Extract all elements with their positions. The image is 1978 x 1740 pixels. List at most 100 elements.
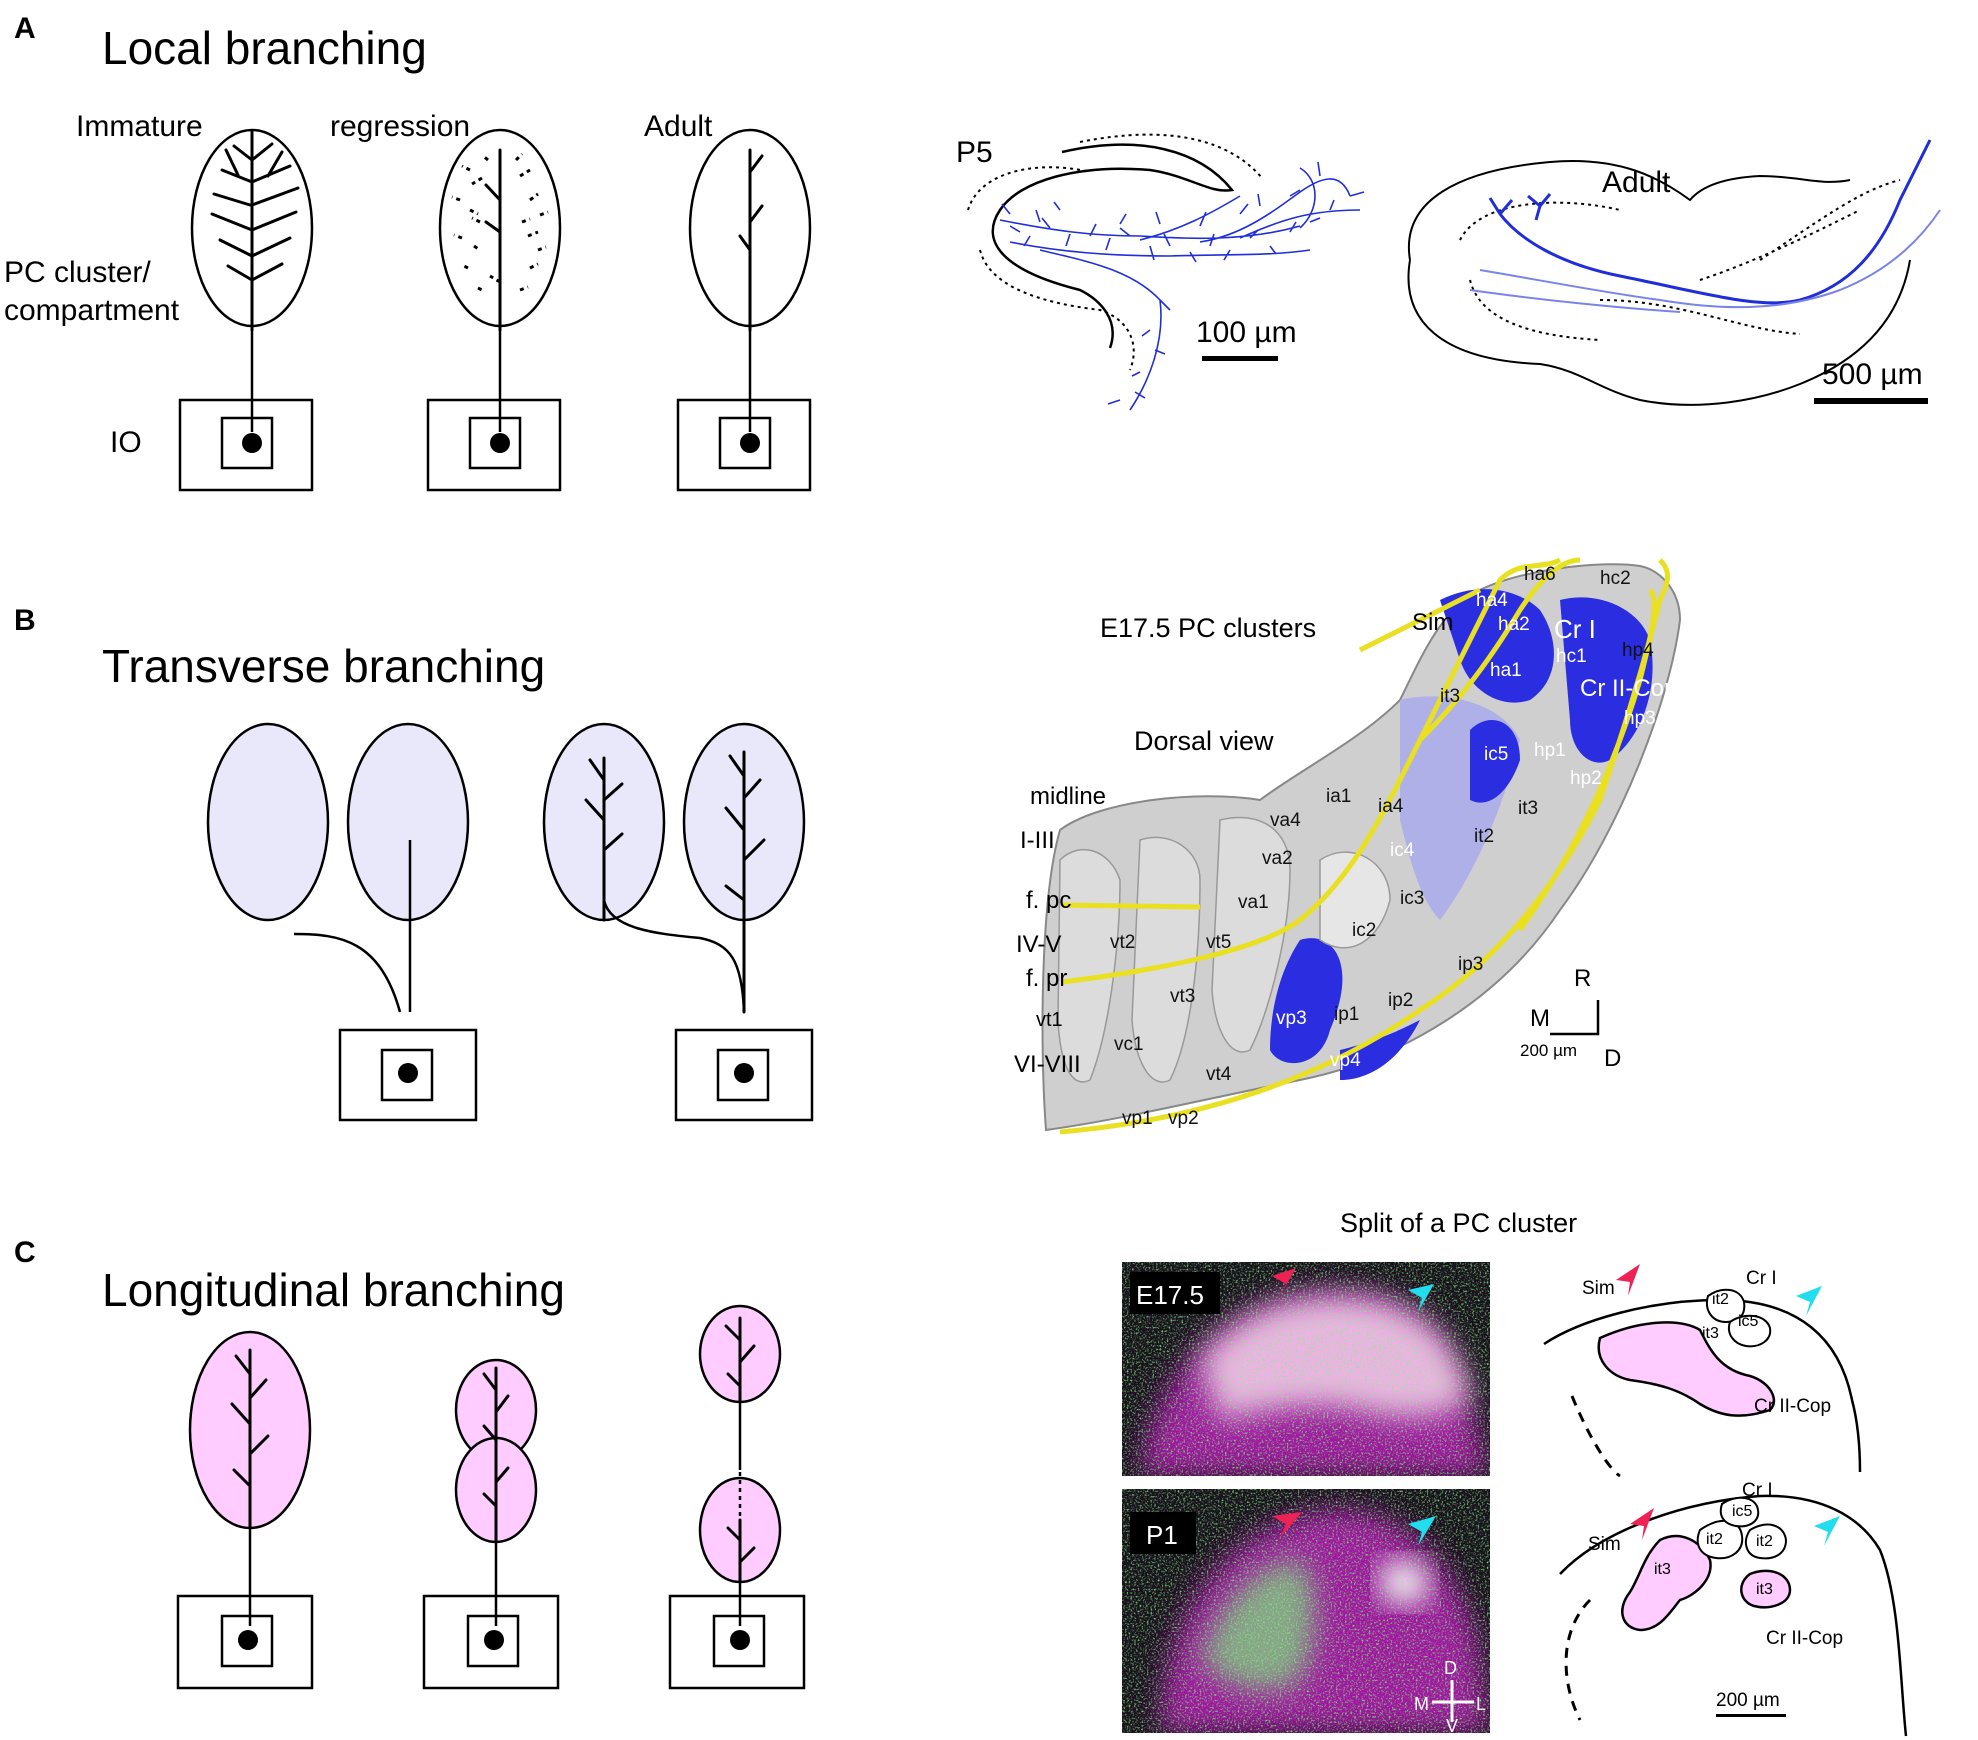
io-box: [338, 1028, 478, 1122]
fissure-lines: [1059, 557, 1670, 1135]
blue-cluster-ic5: [1470, 720, 1520, 803]
svg-text:ic5: ic5: [1484, 744, 1508, 765]
adult-scale-bar: [1814, 398, 1928, 404]
svg-text:vp2: vp2: [1168, 1108, 1199, 1129]
p1-label: P1: [1146, 1520, 1178, 1550]
sketch-scale-bar: [1716, 1714, 1786, 1717]
blue-cluster-vp3: [1270, 938, 1343, 1064]
svg-text:it3: it3: [1440, 686, 1460, 707]
svg-text:ic5: ic5: [1738, 1313, 1759, 1330]
svg-text:hc1: hc1: [1556, 646, 1587, 667]
svg-text:I-III: I-III: [1020, 827, 1055, 854]
svg-text:f. pr: f. pr: [1026, 965, 1067, 992]
transverse-diagram-branched: [542, 722, 814, 1122]
svg-text:hp1: hp1: [1534, 740, 1566, 761]
io-box: [178, 398, 314, 492]
svg-text:vp1: vp1: [1122, 1108, 1153, 1129]
pc-cluster-outline-left: [1621, 1534, 1712, 1632]
panel-a-letter: A: [14, 12, 36, 45]
axis-cross: [1432, 1680, 1474, 1722]
longitudinal-diagram-split: [668, 1304, 806, 1690]
adult-scale-label: 500 µm: [1822, 358, 1923, 391]
io-neuron-box: [468, 416, 522, 470]
svg-text:it3: it3: [1756, 1581, 1773, 1598]
stage-label-adult: Adult: [644, 110, 713, 143]
svg-text:ic4: ic4: [1390, 840, 1415, 861]
blue-cluster-hp: [1560, 597, 1653, 763]
svg-text:hp3: hp3: [1624, 708, 1656, 729]
svg-text:vt5: vt5: [1206, 932, 1231, 953]
sketch-e175: Sim Cr I it2 ic5 it3 Cr II-Cop: [1543, 1264, 1862, 1478]
svg-text:ha1: ha1: [1490, 660, 1522, 681]
panel-a: A Local branching Immature regression Ad…: [4, 12, 1941, 492]
svg-text:ha2: ha2: [1498, 614, 1530, 635]
micrograph-p1: P1 D M L V: [1122, 1489, 1490, 1736]
red-arrowhead: [1272, 1268, 1296, 1296]
stage-label-immature: Immature: [76, 110, 203, 143]
panel-b: B Transverse branching E17.5 PC clusters…: [14, 557, 1682, 1135]
svg-text:hc2: hc2: [1600, 568, 1631, 589]
svg-text:Sim: Sim: [1582, 1278, 1615, 1299]
svg-text:it2: it2: [1474, 826, 1494, 847]
io-neuron-soma: [242, 433, 262, 453]
p5-scale-bar: [1202, 356, 1278, 361]
svg-text:Cr I: Cr I: [1742, 1480, 1773, 1501]
io-neuron-box: [712, 1614, 766, 1668]
svg-text:Cr II-Cop: Cr II-Cop: [1580, 675, 1677, 702]
io-neuron-soma: [490, 433, 510, 453]
ic5-outline: [1719, 1496, 1760, 1528]
red-arrowhead: [1616, 1264, 1640, 1296]
p5-axon-tracing: P5 100 µm: [956, 133, 1365, 411]
svg-text:it2: it2: [1756, 1533, 1773, 1550]
pc-cluster-outline: [1597, 1321, 1776, 1417]
svg-text:vp3: vp3: [1276, 1008, 1307, 1029]
svg-text:L: L: [1476, 1694, 1486, 1714]
svg-text:ic2: ic2: [1352, 920, 1376, 941]
io-box: [668, 1594, 806, 1690]
svg-text:it3: it3: [1518, 798, 1538, 819]
svg-text:vt4: vt4: [1206, 1064, 1232, 1085]
svg-text:it3: it3: [1654, 1561, 1671, 1578]
svg-text:it3: it3: [1702, 1325, 1719, 1342]
blue-cluster-vp4: [1340, 1020, 1420, 1080]
sketch-scale-label: 200 µm: [1716, 1690, 1780, 1711]
svg-text:V: V: [1446, 1716, 1458, 1736]
region-labels: Cr I Cr II-Cop Sim: [1412, 609, 1677, 702]
svg-text:ia4: ia4: [1378, 796, 1404, 817]
svg-text:midline: midline: [1030, 783, 1106, 810]
cyan-arrowhead: [1408, 1284, 1434, 1312]
svg-text:va4: va4: [1270, 810, 1301, 831]
longitudinal-diagram-splitting: [422, 1358, 560, 1690]
io-box: [676, 398, 812, 492]
panel-c-letter: C: [14, 1236, 36, 1269]
red-arrowhead: [1272, 1512, 1302, 1538]
io-neuron-soma: [398, 1063, 418, 1083]
io-neuron-box: [718, 416, 772, 470]
panel-b-title: Transverse branching: [102, 640, 545, 692]
svg-text:200 µm: 200 µm: [1520, 1041, 1577, 1060]
sketch-p1: Cr I ic5 Sim it2 it2 it3 it3 Cr II-Cop 2…: [1559, 1480, 1908, 1737]
svg-text:D: D: [1604, 1045, 1621, 1072]
model-title: E17.5 PC clusters: [1100, 613, 1316, 643]
pc-cluster-ellipse: [206, 722, 330, 922]
svg-text:R: R: [1574, 965, 1591, 992]
svg-text:hp4: hp4: [1622, 640, 1654, 661]
pc-cluster-3d-model: E17.5 PC clusters Dorsal view midline I-…: [1014, 557, 1682, 1135]
io-neuron-soma: [484, 1630, 504, 1650]
io-label: IO: [110, 426, 142, 459]
panel-c: C Longitudinal branching: [14, 1208, 1908, 1737]
p5-label: P5: [956, 136, 993, 169]
svg-text:vt2: vt2: [1110, 932, 1135, 953]
svg-text:M: M: [1414, 1694, 1429, 1714]
io-neuron-box: [716, 1048, 770, 1102]
svg-text:vc1: vc1: [1114, 1034, 1144, 1055]
adult-axon-tracing: Adult 500 µm: [1407, 139, 1941, 406]
ic5-outline: [1728, 1314, 1772, 1348]
svg-text:ic5: ic5: [1732, 1503, 1753, 1520]
io-neuron-box: [466, 1614, 520, 1668]
svg-text:VI-VIII: VI-VIII: [1014, 1051, 1081, 1078]
lobule-labels: midline I-III f. pc IV-V f. pr vt1 VI-VI…: [1014, 783, 1106, 1078]
svg-text:hp2: hp2: [1570, 768, 1602, 789]
svg-text:vp4: vp4: [1330, 1050, 1361, 1071]
